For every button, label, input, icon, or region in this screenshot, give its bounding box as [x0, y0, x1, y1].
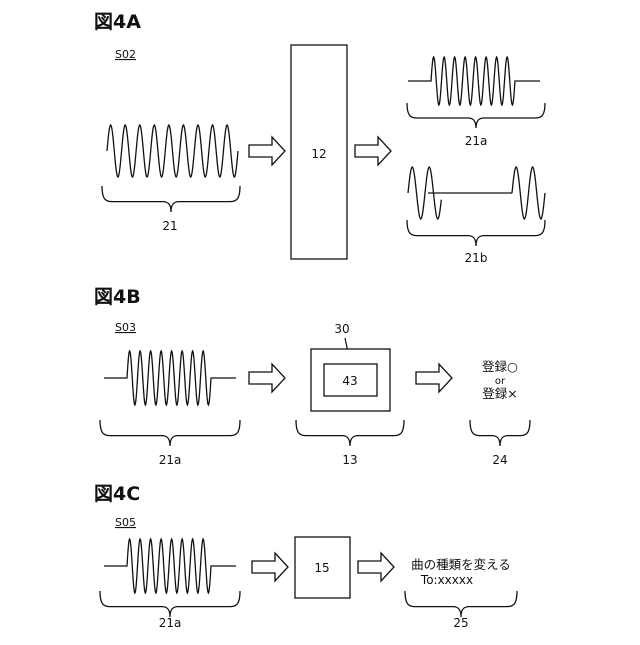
arrow-right-icon: [249, 364, 285, 392]
label-12: 12: [311, 147, 326, 161]
figure-4c-title: 図4C: [94, 483, 140, 505]
input-waveform-21a: [104, 351, 236, 405]
label-21a: 21a: [159, 616, 182, 630]
arrow-right-icon: [252, 553, 288, 581]
label-25: 25: [453, 616, 468, 630]
figure-4c: 図4C S05 21a 15 曲の種類を変える To:xxxxx 25: [94, 483, 517, 630]
label-21: 21: [162, 219, 177, 233]
brace-21: [102, 186, 240, 212]
result-target: To:xxxxx: [420, 573, 473, 587]
result-registered-ng: 登録×: [482, 386, 517, 401]
arrow-right-icon: [355, 137, 391, 165]
arrow-right-icon: [249, 137, 285, 165]
brace-21b: [407, 220, 545, 246]
brace-24: [470, 420, 530, 446]
label-21b: 21b: [465, 251, 488, 265]
input-waveform-21a: [104, 539, 236, 593]
label-24: 24: [492, 453, 507, 467]
label-21a: 21a: [465, 134, 488, 148]
label-30: 30: [334, 322, 349, 336]
label-21a: 21a: [159, 453, 182, 467]
arrow-right-icon: [358, 553, 394, 581]
step-s02: S02: [115, 48, 136, 61]
label-43: 43: [342, 374, 357, 388]
figure-4a: 図4A S02 21 12 21a 21b: [94, 11, 545, 265]
arrow-right-icon: [416, 364, 452, 392]
label-13: 13: [342, 453, 357, 467]
figure-4b: 図4B S03 21a 30 43 13 登録○ or 登録× 24: [94, 286, 530, 467]
output-waveform-21a: [408, 57, 540, 105]
brace-21a: [100, 420, 240, 446]
figure-4a-title: 図4A: [94, 11, 141, 33]
step-s03: S03: [115, 321, 136, 334]
result-registered-ok: 登録○: [482, 359, 518, 374]
step-s05: S05: [115, 516, 136, 529]
brace-21a: [407, 103, 545, 128]
input-waveform-21: [107, 125, 238, 177]
label-15: 15: [314, 561, 329, 575]
brace-25: [405, 591, 517, 617]
brace-13: [296, 420, 404, 446]
figure-4b-title: 図4B: [94, 286, 141, 308]
output-waveform-21b: [408, 167, 545, 219]
brace-21a: [100, 591, 240, 617]
result-change-song-type: 曲の種類を変える: [411, 557, 511, 572]
